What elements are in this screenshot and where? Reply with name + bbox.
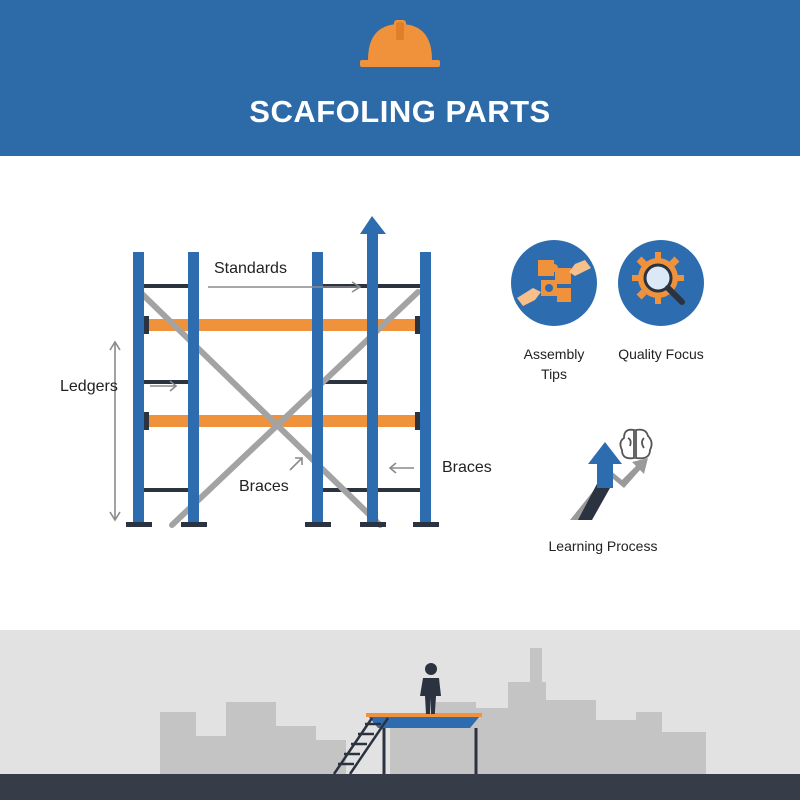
up-arrow-icon — [360, 216, 386, 234]
label-braces-left: Braces — [239, 478, 289, 495]
standard-post — [133, 252, 144, 524]
base-plate — [360, 522, 386, 527]
brace-diagonal — [137, 289, 383, 528]
ledger-bar — [143, 284, 193, 288]
puzzle-hands-icon — [511, 240, 597, 326]
magnifier-gear-icon — [618, 240, 704, 326]
scaffold-diagram — [109, 216, 439, 528]
caption-quality-focus: Quality Focus — [618, 346, 704, 362]
base-plate — [181, 522, 207, 527]
city-skyline-illustration — [0, 630, 800, 800]
ledger-bar — [320, 380, 372, 384]
ledger-bar — [143, 488, 193, 492]
caption-text: Assembly Tips — [523, 346, 585, 382]
standard-post — [420, 252, 431, 524]
brain-arrow-icon — [570, 428, 653, 520]
base-plate — [305, 522, 331, 527]
footer-skyline — [0, 630, 800, 800]
caption-assembly-tips: Assembly Tips — [504, 344, 604, 384]
coupler — [415, 412, 421, 430]
ground-strip — [0, 774, 800, 800]
ledger-bar — [143, 380, 193, 384]
base-plate — [126, 522, 152, 527]
person-icon — [420, 663, 441, 714]
coupler — [143, 412, 149, 430]
braces-left-arrow — [289, 457, 303, 471]
orange-ledger-upper — [143, 319, 423, 331]
label-standards: Standards — [214, 260, 287, 277]
caption-learning-process: Learning Process — [548, 538, 658, 554]
base-plate — [413, 522, 439, 527]
page-title: SCAFOLING PARTS — [249, 94, 551, 129]
ladder-icon — [332, 717, 390, 775]
hard-hat-icon — [360, 20, 440, 67]
standard-post — [312, 252, 323, 524]
label-ledgers: Ledgers — [60, 378, 118, 395]
standard-post — [367, 232, 378, 524]
platform — [368, 716, 480, 728]
coupler — [415, 316, 421, 334]
coupler — [143, 316, 149, 334]
label-braces-right: Braces — [442, 459, 492, 476]
main-content: Standards Ledgers Braces Braces Assembly… — [0, 156, 800, 630]
header-banner: SCAFOLING PARTS — [0, 0, 800, 156]
standard-post — [188, 252, 199, 524]
